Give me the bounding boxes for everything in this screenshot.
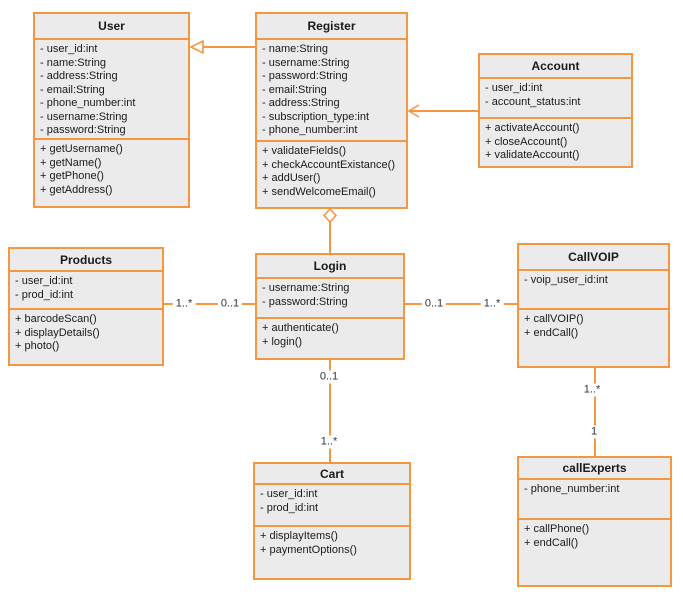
class-method: + validateFields()	[262, 145, 347, 157]
class-title-callvoip: CallVOIP	[519, 245, 668, 271]
class-title-products: Products	[10, 249, 162, 272]
class-method: + barcodeScan()	[15, 313, 97, 325]
class-attributes-callvoip: - voip_user_id:int	[519, 271, 668, 310]
class-method: + activateAccount()	[485, 122, 580, 134]
class-attribute: - username:String	[40, 110, 128, 123]
class-method: + getName()	[40, 156, 102, 169]
class-title-account: Account	[480, 55, 631, 79]
class-attribute: - name:String	[40, 56, 107, 69]
class-attributes-products: - user_id:int- prod_id:int	[10, 272, 162, 310]
multiplicity-label-login-bottom: 0..1	[316, 370, 342, 384]
class-box-login[interactable]: Login - username:String- password:String…	[255, 253, 405, 360]
aggregation-diamond-icon	[322, 207, 338, 224]
class-title-callexperts: callExperts	[519, 458, 670, 480]
multiplicity-label-callvoip-bottom: 1..*	[580, 383, 604, 397]
class-box-cart[interactable]: Cart - user_id:int- prod_id:int + displa…	[253, 462, 411, 580]
class-attribute: - username:String	[262, 282, 350, 294]
class-methods-login: + authenticate()+ login()	[257, 319, 403, 358]
hollow-triangle-arrowhead-icon	[189, 39, 204, 55]
class-attribute: - prod_id:int	[15, 288, 74, 301]
class-title-login: Login	[257, 255, 403, 279]
class-attribute: - user_id:int	[40, 43, 98, 55]
class-attribute: - subscription_type:int	[262, 110, 369, 123]
association-line-products-login	[164, 303, 255, 305]
class-title-register: Register	[257, 14, 406, 40]
class-title-user: User	[35, 14, 188, 40]
multiplicity-label-cart: 1..*	[317, 435, 341, 449]
class-method: + getAddress()	[40, 183, 113, 196]
class-title-cart: Cart	[255, 464, 409, 485]
multiplicity-label-login-right: 0..1	[421, 297, 447, 311]
class-methods-cart: + displayItems()+ paymentOptions()	[255, 527, 409, 578]
aggregation-line-register-login	[329, 222, 331, 253]
class-method: + login()	[262, 335, 303, 348]
class-attribute: - user_id:int	[485, 82, 543, 94]
class-attributes-cart: - user_id:int- prod_id:int	[255, 485, 409, 527]
class-methods-account: + activateAccount()+ closeAccount()+ val…	[480, 119, 631, 166]
class-attributes-user: - user_id:int- name:String- address:Stri…	[35, 40, 188, 140]
class-attribute: - user_id:int	[260, 488, 318, 500]
class-attribute: - username:String	[262, 56, 350, 69]
class-attribute: - phone_number:int	[524, 483, 620, 495]
class-method: + endCall()	[524, 536, 579, 549]
class-box-products[interactable]: Products - user_id:int- prod_id:int + ba…	[8, 247, 164, 366]
class-attribute: - phone_number:int	[262, 124, 358, 136]
class-attribute: - email:String	[262, 83, 327, 96]
class-box-callvoip[interactable]: CallVOIP - voip_user_id:int + callVOIP()…	[517, 243, 670, 368]
class-attribute: - password:String	[40, 124, 126, 136]
class-attribute: - name:String	[262, 43, 329, 55]
multiplicity-label-products: 1..*	[172, 297, 196, 311]
class-attributes-register: - name:String- username:String- password…	[257, 40, 406, 142]
class-methods-products: + barcodeScan()+ displayDetails()+ photo…	[10, 310, 162, 364]
class-attribute: - voip_user_id:int	[524, 274, 608, 286]
class-method: + authenticate()	[262, 322, 339, 334]
class-method: + callPhone()	[524, 523, 590, 535]
class-methods-callexperts: + callPhone()+ endCall()	[519, 520, 670, 585]
class-methods-user: + getUsername()+ getName()+ getPhone()+ …	[35, 140, 188, 206]
class-attribute: - password:String	[262, 70, 348, 82]
class-method: + sendWelcomeEmail()	[262, 185, 376, 198]
multiplicity-label-callexperts: 1	[587, 425, 601, 439]
class-method: + endCall()	[524, 326, 579, 339]
class-method: + displayItems()	[260, 530, 338, 542]
generalization-line-register-user	[202, 46, 255, 48]
class-methods-register: + validateFields()+ checkAccountExistanc…	[257, 142, 406, 207]
class-method: + photo()	[15, 340, 60, 352]
class-attribute: - prod_id:int	[260, 501, 319, 514]
class-method: + addUser()	[262, 172, 321, 184]
class-attributes-login: - username:String- password:String	[257, 279, 403, 319]
class-attributes-account: - user_id:int- account_status:int	[480, 79, 631, 119]
class-box-account[interactable]: Account - user_id:int- account_status:in…	[478, 53, 633, 168]
class-attribute: - address:String	[262, 97, 340, 109]
class-attribute: - account_status:int	[485, 95, 581, 108]
class-method: + getUsername()	[40, 143, 123, 155]
multiplicity-label-login-left: 0..1	[217, 297, 243, 311]
association-line-login-callvoip	[405, 303, 517, 305]
class-attribute: - email:String	[40, 83, 105, 96]
class-box-callexperts[interactable]: callExperts - phone_number:int + callPho…	[517, 456, 672, 587]
class-box-user[interactable]: User - user_id:int- name:String- address…	[33, 12, 190, 208]
class-attribute: - password:String	[262, 295, 348, 308]
class-methods-callvoip: + callVOIP()+ endCall()	[519, 310, 668, 366]
class-method: + displayDetails()	[15, 326, 100, 339]
class-method: + paymentOptions()	[260, 543, 357, 556]
class-attribute: - user_id:int	[15, 275, 73, 287]
class-method: + checkAccountExistance()	[262, 158, 395, 171]
class-box-register[interactable]: Register - name:String- username:String-…	[255, 12, 408, 209]
class-attribute: - address:String	[40, 70, 118, 82]
association-line-login-cart	[329, 360, 331, 462]
class-attributes-callexperts: - phone_number:int	[519, 480, 670, 520]
class-method: + callVOIP()	[524, 313, 584, 325]
class-method: + getPhone()	[40, 170, 104, 182]
multiplicity-label-callvoip-top: 1..*	[480, 297, 504, 311]
class-attribute: - phone_number:int	[40, 97, 136, 109]
association-line-account-register	[409, 110, 478, 112]
open-arrowhead-icon	[407, 104, 420, 118]
association-line-callvoip-callexperts	[594, 368, 596, 456]
class-method: + validateAccount()	[485, 149, 580, 161]
class-method: + closeAccount()	[485, 135, 568, 148]
